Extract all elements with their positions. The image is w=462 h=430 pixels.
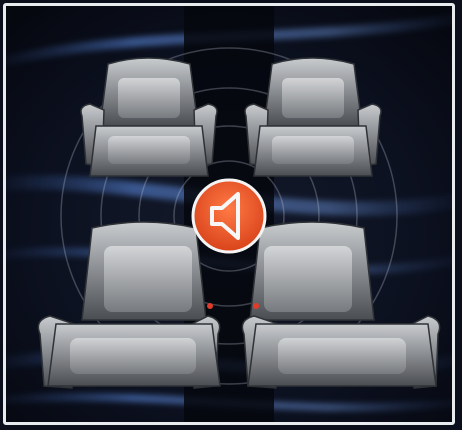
seat-indicator-light <box>207 303 213 309</box>
cabin-stage <box>6 6 452 422</box>
cabin-illustration <box>6 6 452 422</box>
speaker-button[interactable] <box>193 180 265 252</box>
cabin-view-frame <box>3 3 455 425</box>
seat-indicator-light <box>253 303 259 309</box>
